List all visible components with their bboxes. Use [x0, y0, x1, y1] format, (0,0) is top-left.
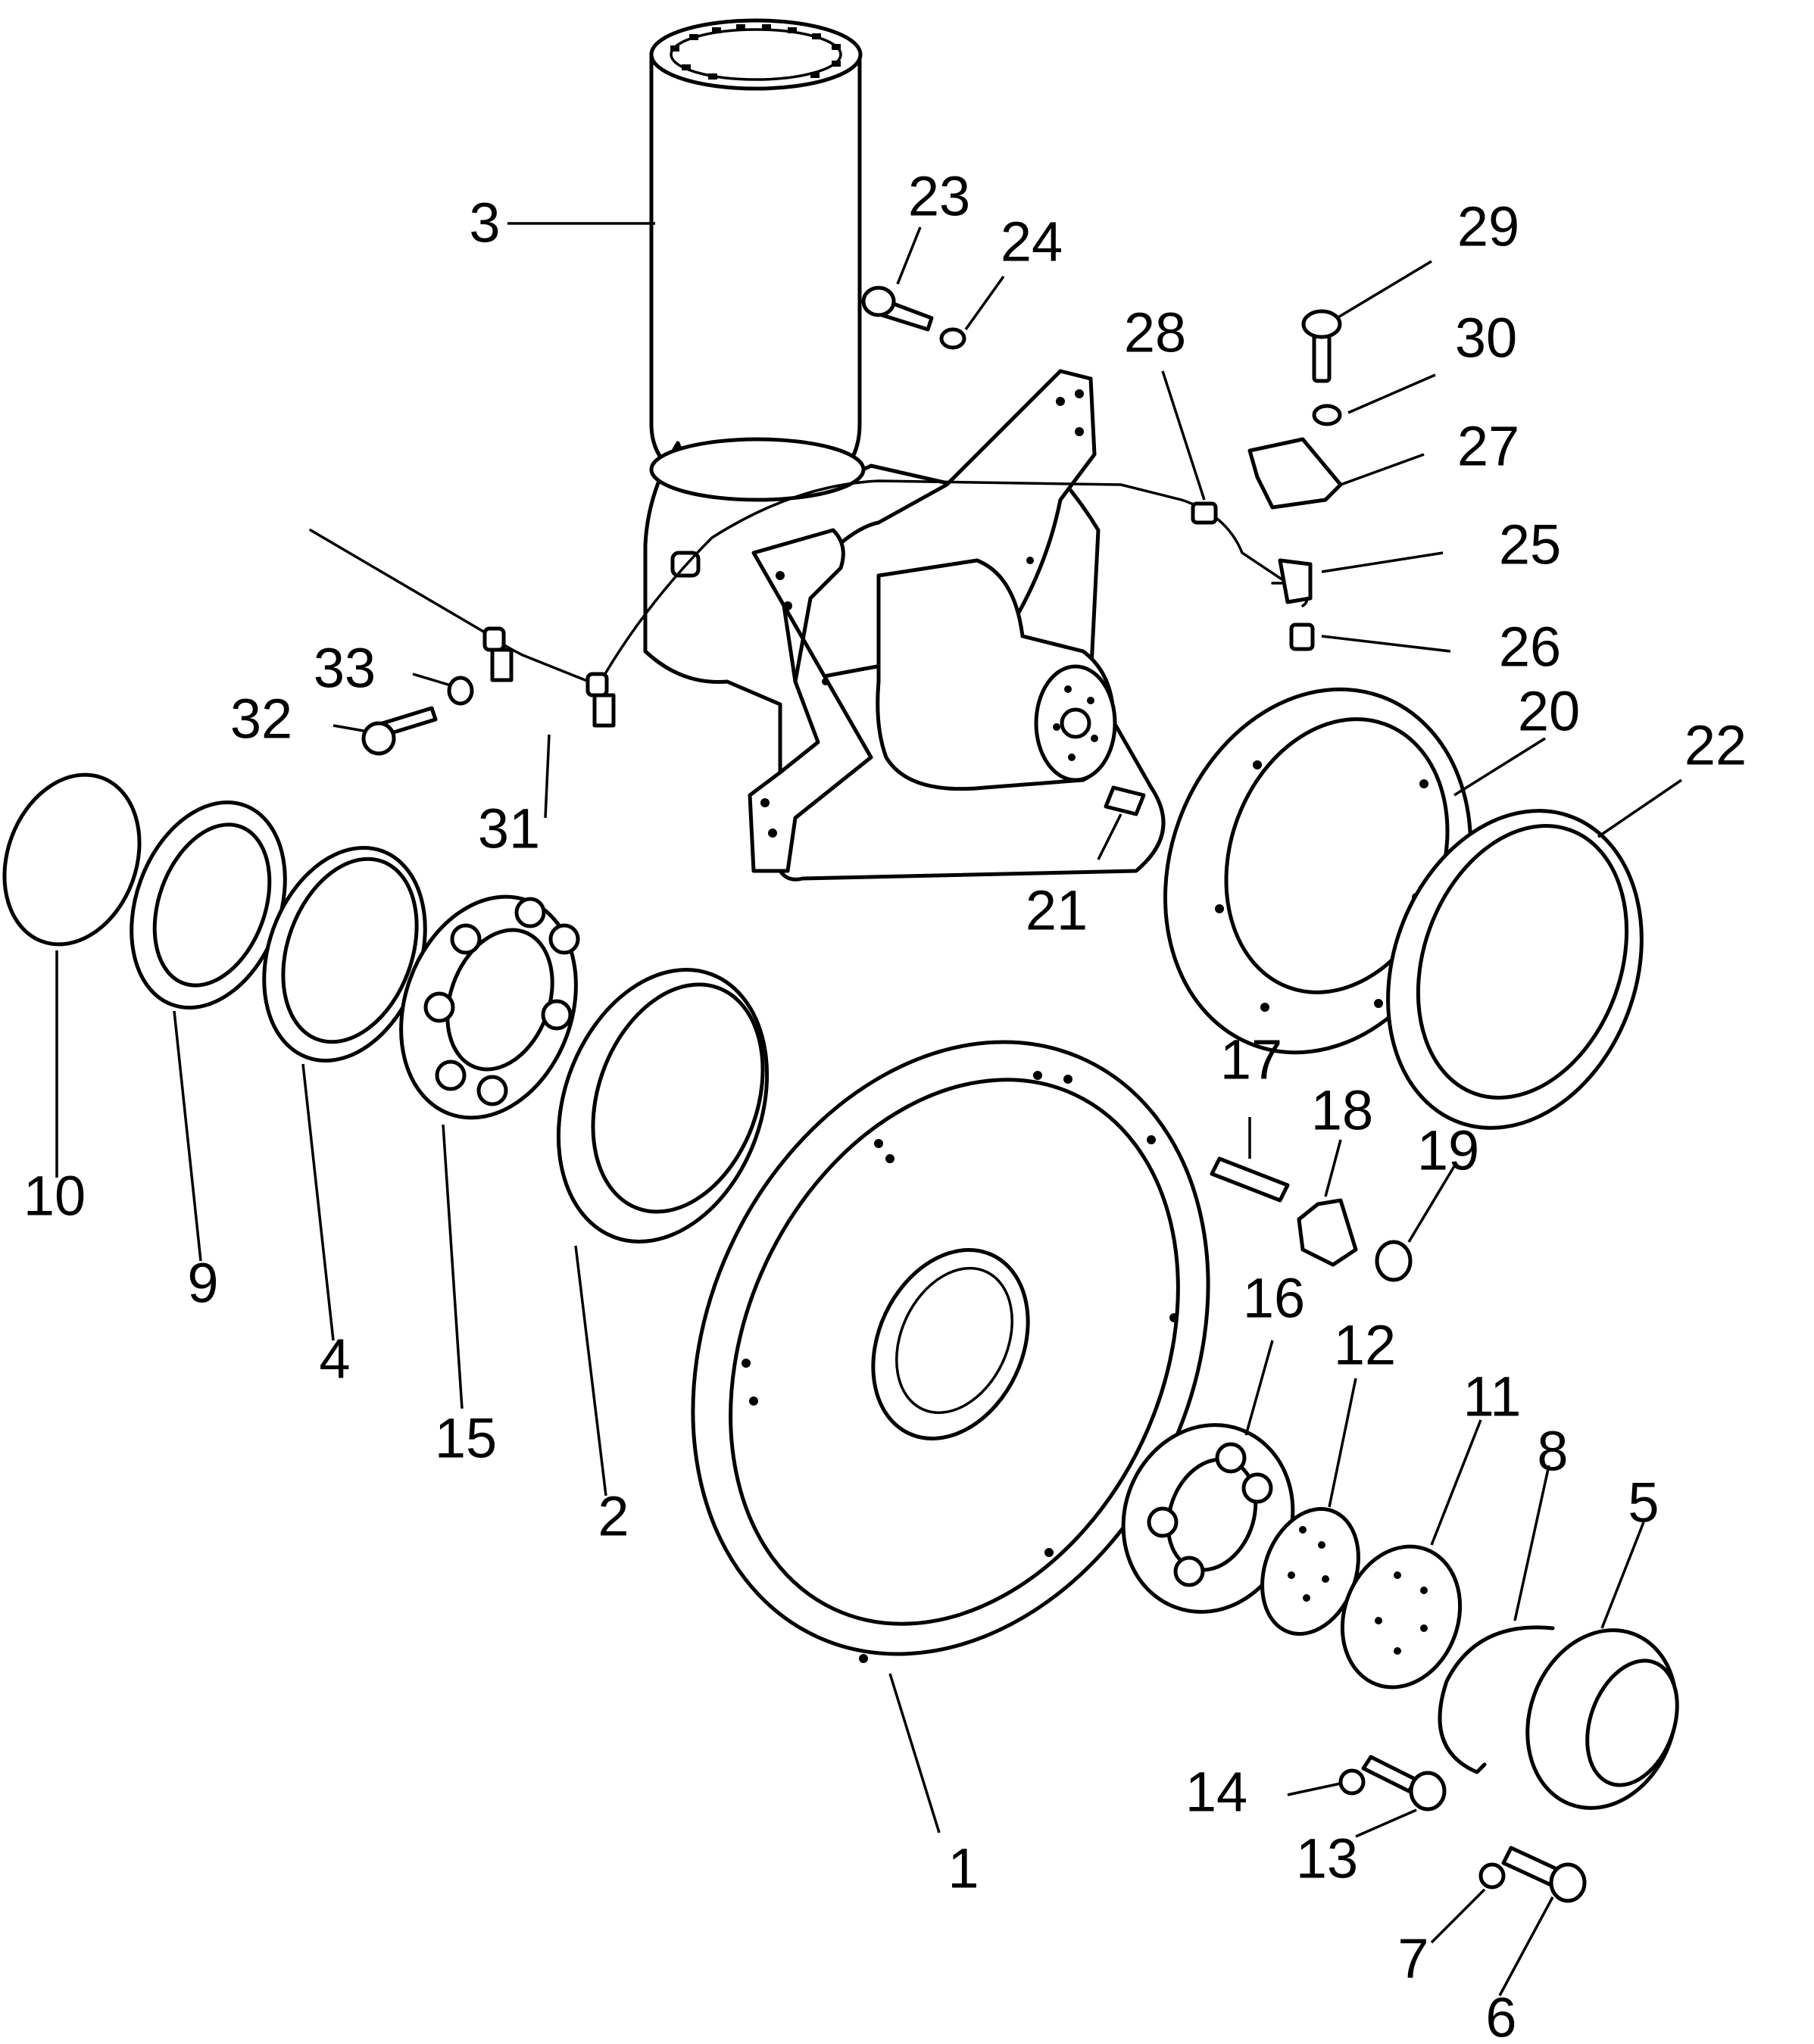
seal-9 [130, 800, 287, 1010]
callout-30: 30 [1455, 307, 1517, 370]
callout-28: 28 [1124, 301, 1186, 364]
plate-1 [691, 1040, 1210, 1663]
callout-25: 25 [1499, 513, 1561, 576]
callout-11: 11 [1463, 1365, 1522, 1428]
callout-4: 4 [319, 1328, 350, 1390]
bearing-16 [1121, 1423, 1295, 1614]
callout-32: 32 [230, 688, 292, 751]
callout-8: 8 [1537, 1420, 1568, 1483]
callout-17: 17 [1220, 1028, 1282, 1091]
callout-29: 29 [1457, 195, 1519, 258]
race-4 [262, 846, 427, 1063]
callout-33: 33 [314, 637, 376, 700]
gear-ring-2 [556, 968, 770, 1244]
callout-23: 23 [908, 165, 970, 228]
callout-12: 12 [1334, 1314, 1396, 1377]
callout-3: 3 [469, 192, 500, 254]
callout-7: 7 [1397, 1927, 1428, 1990]
callout-21: 21 [1026, 879, 1088, 942]
cover-5 [1525, 1628, 1679, 1810]
bearing-15 [399, 894, 580, 1120]
callout-27: 27 [1457, 415, 1519, 478]
callout-10: 10 [23, 1165, 86, 1228]
callout-6: 6 [1485, 1986, 1516, 2044]
callout-1: 1 [948, 1837, 979, 1900]
callout-9: 9 [187, 1252, 218, 1315]
callout-labels: 1 2 3 4 5 6 7 8 9 10 11 12 13 14 15 16 1… [23, 165, 1747, 2044]
snap-ring-8 [1438, 1625, 1555, 1774]
ring-10 [2, 772, 142, 947]
leader-lines [55, 222, 1682, 1996]
callout-19: 19 [1417, 1119, 1479, 1182]
callout-14: 14 [1185, 1761, 1247, 1824]
ring-22 [1386, 809, 1644, 1130]
callout-31: 31 [478, 797, 540, 860]
callout-26: 26 [1499, 616, 1561, 679]
callout-22: 22 [1684, 714, 1747, 777]
housing-assembly [643, 18, 1166, 882]
wire-clamps [482, 626, 616, 728]
small-fasteners [361, 286, 1587, 1903]
callout-24: 24 [1001, 211, 1063, 273]
plate-11 [1340, 1544, 1463, 1690]
callout-20: 20 [1518, 680, 1580, 743]
callout-16: 16 [1243, 1267, 1305, 1330]
callout-15: 15 [435, 1407, 497, 1470]
callout-13: 13 [1296, 1827, 1358, 1890]
callout-18: 18 [1311, 1079, 1373, 1142]
callout-5: 5 [1628, 1471, 1659, 1534]
callout-2: 2 [598, 1485, 629, 1548]
plate-12 [1260, 1507, 1360, 1636]
